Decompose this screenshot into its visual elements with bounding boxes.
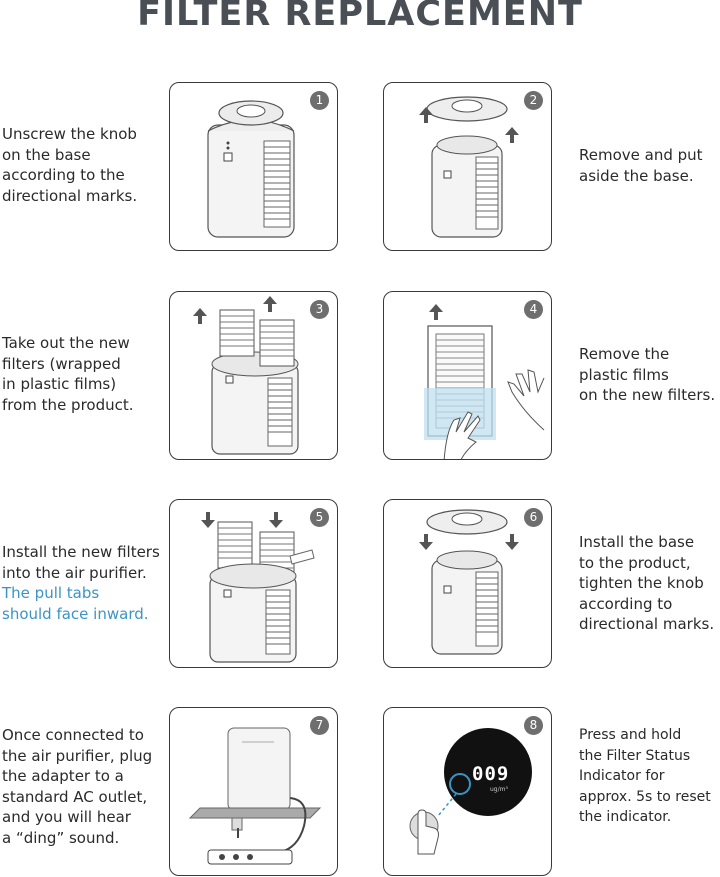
step-8-line: the Filter Status [579, 747, 691, 764]
step-7-line: the adapter to a [2, 767, 124, 785]
step-5-highlight-line: should face inward. [2, 604, 149, 623]
step-7-line: the air purifier, plug [2, 746, 153, 765]
step-6-line: to the product, [579, 553, 691, 572]
step-6-illustration: 6 [383, 499, 552, 668]
purifier-illustration [207, 100, 295, 238]
step-8-illustration: 8 009 ug/m³ [383, 707, 552, 876]
purifier-illustration [201, 512, 315, 663]
step-4-line: Remove the [579, 345, 670, 363]
step-1-line: on the base [2, 145, 91, 164]
step-4-text: Remove the plastic films on the new filt… [579, 344, 715, 406]
adapter-illustration [188, 727, 322, 865]
step-6-line: according to [579, 594, 673, 613]
air-quality-readout: 009 [472, 763, 510, 785]
step-4-line: plastic films [579, 365, 669, 384]
step-number-badge: 2 [524, 91, 543, 110]
step-8-line: the indicator. [579, 809, 672, 825]
purifier-illustration [419, 96, 519, 238]
step-3-line: Take out the new [2, 334, 130, 352]
purifier-illustration [419, 509, 519, 655]
step-number-badge: 3 [310, 300, 329, 319]
filter-illustration [424, 304, 545, 459]
step-7-line: Once connected to [2, 726, 144, 744]
step-7-line: a “ding” sound. [2, 828, 120, 847]
step-7-text: Once connected to the air purifier, plug… [2, 725, 152, 848]
step-number-badge: 4 [524, 300, 543, 319]
step-4-line: on the new filters. [579, 386, 716, 404]
step-number-badge: 6 [524, 508, 543, 527]
step-6-text: Install the base to the product, tighten… [579, 532, 714, 635]
step-number-badge: 8 [524, 716, 543, 735]
control-panel-illustration [409, 728, 532, 855]
step-4-illustration: 4 [383, 291, 552, 460]
step-6-line: tighten the knob [579, 574, 704, 592]
step-6-line: directional marks. [579, 615, 715, 633]
step-2-line: Remove and put [579, 146, 703, 164]
step-5-highlight-line: The pull tabs [2, 584, 100, 602]
step-3-line: from the product. [2, 395, 134, 414]
step-1-illustration: 1 [169, 82, 338, 251]
step-7-illustration: 7 [169, 707, 338, 876]
step-1-line: Unscrew the knob [2, 125, 137, 143]
step-7-line: standard AC outlet, [2, 787, 148, 806]
step-5-line: Install the new filters [2, 543, 160, 561]
step-number-badge: 7 [310, 716, 329, 735]
step-8-line: Indicator for [579, 768, 665, 784]
step-2-illustration: 2 [383, 82, 552, 251]
page-title: FILTER REPLACEMENT [137, 0, 583, 34]
step-3-line: filters (wrapped [2, 354, 121, 373]
step-2-line: aside the base. [579, 166, 694, 185]
air-quality-unit: ug/m³ [490, 786, 508, 793]
step-8-line: approx. 5s to reset [579, 788, 711, 805]
step-6-line: Install the base [579, 533, 695, 551]
step-8-text: Press and hold the Filter Status Indicat… [579, 725, 711, 828]
step-3-illustration: 3 [169, 291, 338, 460]
step-3-text: Take out the new filters (wrapped in pla… [2, 333, 134, 415]
purifier-illustration [193, 296, 299, 455]
step-number-badge: 5 [310, 508, 329, 527]
step-1-line: directional marks. [2, 186, 138, 205]
step-number-badge: 1 [310, 91, 329, 110]
step-2-text: Remove and put aside the base. [579, 145, 703, 186]
step-5-illustration: 5 [169, 499, 338, 668]
step-1-line: according to the [2, 166, 125, 184]
step-5-text: Install the new filters into the air pur… [2, 542, 160, 624]
step-3-line: in plastic films) [2, 375, 117, 393]
step-8-line: Press and hold [579, 727, 682, 743]
step-7-line: and you will hear [2, 808, 131, 826]
step-1-text: Unscrew the knob on the base according t… [2, 124, 137, 206]
step-5-line: into the air purifier. [2, 563, 147, 582]
